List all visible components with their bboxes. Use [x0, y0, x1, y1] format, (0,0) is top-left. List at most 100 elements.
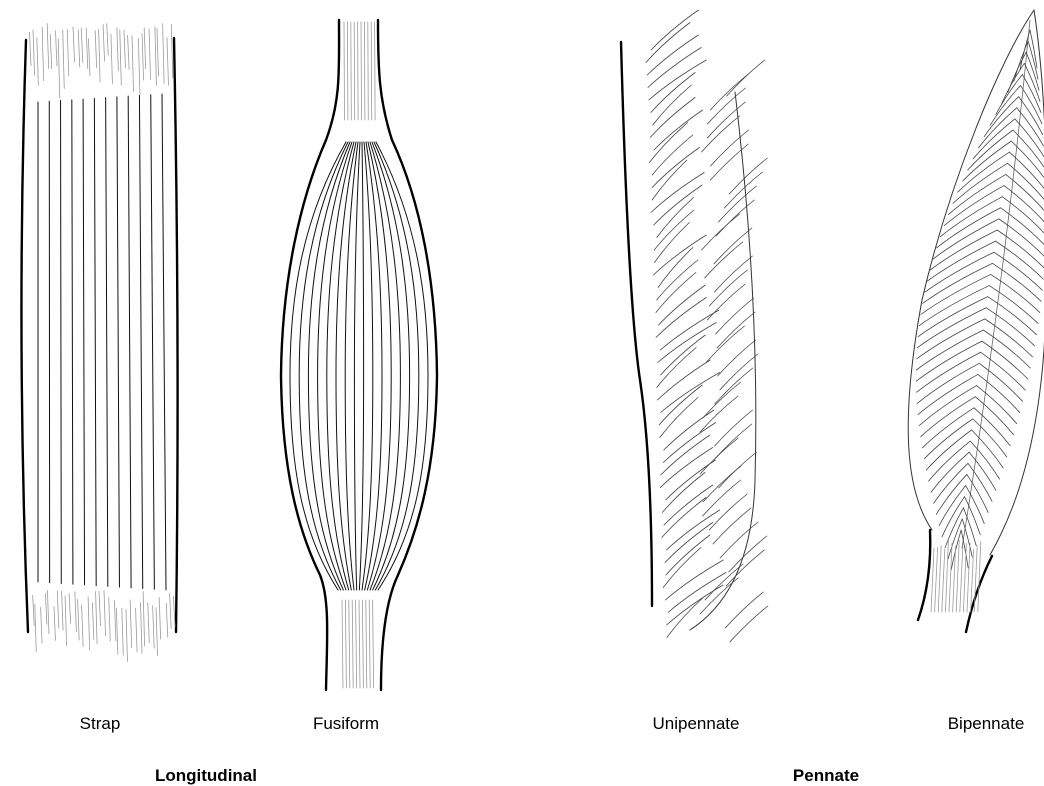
unipennate-label: Unipennate [616, 714, 776, 734]
fusiform-tendon-fiber-top [344, 22, 345, 120]
fusiform-tendon-fiber-bottom [356, 600, 357, 688]
strap-tendon-fiber-bottom [130, 600, 132, 648]
strap-tendon-fiber-top [47, 23, 49, 68]
bipennate-fiber-left [1002, 63, 1024, 103]
bipennate-fiber-left [917, 319, 985, 359]
strap-tendon-fiber-bottom [173, 596, 175, 627]
bipennate-tendon-fiber [931, 548, 934, 612]
unipennate-fiber [709, 494, 747, 530]
unipennate-fiber [651, 173, 704, 213]
bipennate-fiber-left [916, 330, 983, 370]
strap-tendon-fiber-bottom [47, 590, 49, 633]
fusiform-tendon-fiber-bottom [352, 600, 353, 688]
strap-tendon-fiber-top [37, 38, 39, 86]
bipennate-fiber-left [919, 386, 976, 426]
unipennate-fiber [657, 348, 696, 388]
fusiform-fiber [359, 142, 363, 590]
strap-tendon-fiber-top [157, 28, 159, 76]
bipennate-tendon-right [966, 556, 992, 632]
unipennate-fiber [652, 148, 699, 188]
bipennate-fiber-left [922, 408, 974, 448]
strap-tendon-fiber-bottom [153, 606, 155, 649]
strap-tendon-fiber-bottom [159, 597, 161, 639]
bipennate-fiber-left [921, 274, 991, 314]
strap-tendon-fiber-top [67, 30, 69, 77]
unipennate-fiber [658, 323, 717, 363]
strap-tendon-fiber-bottom [69, 593, 71, 623]
strap-tendon-fiber-bottom [62, 591, 64, 630]
bipennate-tendon-fiber [945, 540, 948, 612]
unipennate-fiber [661, 373, 720, 413]
bipennate-fiber-right [979, 363, 1022, 401]
bipennate-tendon-fiber [960, 546, 963, 612]
bipennate-fiber-right [982, 341, 1028, 379]
unipennate-fiber [650, 98, 695, 138]
fusiform-tendon-fiber-bottom [349, 600, 350, 688]
unipennate-fiber [659, 385, 702, 425]
strap-fiber [83, 99, 84, 585]
unipennate-fiber [705, 242, 743, 278]
strap-tendon-fiber-top [103, 24, 105, 61]
strap-tendon-fiber-top [50, 34, 52, 69]
strap-tendon-fiber-top [95, 30, 97, 67]
fusiform-tendon-fiber-top [354, 22, 355, 120]
bipennate-tendon-fiber [942, 549, 945, 612]
unipennate-fiber [659, 285, 706, 325]
unipennate-fiber [727, 60, 765, 96]
unipennate-fiber [709, 270, 747, 306]
strap-tendon-fiber-top [55, 31, 57, 66]
strap-tendon-fiber-top [86, 28, 88, 69]
fusiform-fiber [365, 142, 382, 590]
fusiform-tendon-fiber-bottom [369, 600, 370, 688]
strap-tendon-fiber-bottom [65, 596, 67, 646]
fusiform-tendon-fiber-top [358, 22, 359, 120]
unipennate-fiber [662, 498, 706, 538]
fusiform-tendon-fiber-top [361, 22, 362, 120]
strap-tendon-fiber-bottom [88, 597, 90, 650]
strap-tendon-fiber-top [144, 28, 146, 69]
strap-tendon-fiber-top [33, 30, 35, 75]
bipennate-fiber-left [921, 397, 976, 437]
bipennate-fiber-left [918, 374, 978, 414]
strap-label: Strap [20, 714, 180, 734]
unipennate-fiber [703, 480, 741, 516]
strap-fiber [128, 96, 131, 588]
strap-tendon-fiber-bottom [166, 603, 168, 637]
strap-tendon-fiber-top [117, 28, 119, 71]
unipennate-outer-edge [690, 92, 756, 630]
unipennate-fiber [657, 198, 694, 238]
fusiform-fiber [367, 142, 391, 590]
fusiform-tendon-fiber-top [351, 22, 352, 120]
unipennate-fiber [652, 135, 693, 175]
bipennate-fiber-left [919, 286, 989, 326]
strap-tendon-fiber-top [120, 30, 122, 85]
strap-tendon-fiber-top [107, 24, 109, 55]
bipennate-tendon-left [918, 530, 930, 620]
strap-tendon-fiber-top [132, 36, 134, 92]
strap-fiber [72, 100, 73, 584]
strap-tendon-fiber-bottom [170, 593, 172, 628]
unipennate-fiber [729, 158, 767, 194]
bipennate-fiber-left [933, 219, 999, 259]
bipennate-fiber-left [951, 530, 961, 570]
unipennate-fiber [652, 160, 687, 200]
fusiform-tendon-fiber-bottom [373, 600, 374, 688]
strap-tendon-fiber-top [163, 24, 165, 84]
bipennate-fiber-left [917, 363, 979, 403]
strap-tendon-fiber-bottom [35, 604, 37, 651]
strap-tendon-fiber-bottom [122, 608, 124, 655]
strap-muscle-drawing [21, 23, 177, 661]
bipennate-fiber-left [958, 152, 1010, 192]
bipennate-fiber-left [930, 230, 997, 270]
fusiform-tendon-fiber-bottom [366, 600, 367, 688]
strap-tendon-fiber-top [78, 30, 80, 67]
strap-tendon-fiber-top [81, 28, 83, 63]
unipennate-fiber [663, 548, 701, 588]
unipennate-fiber [702, 116, 740, 152]
bipennate-fiber-right [1030, 30, 1037, 68]
unipennate-fiber [660, 310, 719, 350]
bipennate-fiber-left [923, 263, 993, 303]
fusiform-fiber [327, 142, 354, 590]
unipennate-fiber [666, 510, 719, 550]
strap-tendon-fiber-top [42, 27, 44, 80]
